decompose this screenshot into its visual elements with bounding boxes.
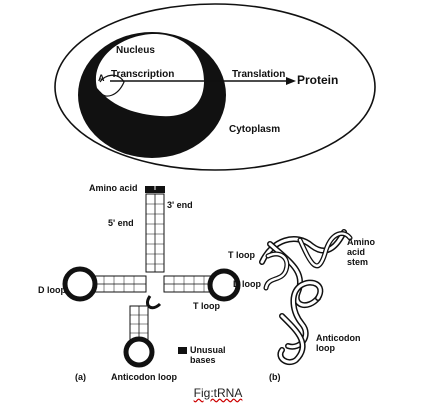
amino-acid-label: Amino acid xyxy=(89,183,138,193)
dna-label: A xyxy=(98,73,105,83)
five-end-label: 5' end xyxy=(108,218,134,228)
figure-caption-text: Fig:tRNA xyxy=(193,386,243,400)
nucleus-inner xyxy=(95,33,205,117)
transcription-label: Transcription xyxy=(111,69,175,80)
figure-caption: Fig:tRNA xyxy=(0,386,436,400)
unusual-bases-label: Unusual bases xyxy=(190,345,226,365)
t-loop-shape xyxy=(207,268,241,302)
trna-3d-model xyxy=(259,229,353,366)
translation-arrowhead xyxy=(286,77,296,85)
cytoplasm-label: Cytoplasm xyxy=(229,124,281,135)
translation-label: Translation xyxy=(232,69,286,80)
dna-strand xyxy=(99,74,125,97)
unusual-bases-swatch xyxy=(178,347,187,354)
amino-acid-stem-label: Amino acid stem xyxy=(347,237,375,267)
trna-cloverleaf xyxy=(62,186,241,368)
protein-label: Protein xyxy=(297,73,339,87)
d-loop-shape xyxy=(62,266,98,302)
d-loop-label: D loop xyxy=(38,285,66,295)
t-loop-label: T loop xyxy=(193,301,220,311)
three-end-label: 3' end xyxy=(167,200,193,210)
d-loop-3d-label: D loop xyxy=(233,279,261,289)
nucleus-label: Nucleus xyxy=(116,45,155,56)
panel-b-label: (b) xyxy=(269,372,281,382)
anticodon-loop-3d-label: Anticodon loop xyxy=(316,333,361,353)
anticodon-loop-shape xyxy=(123,336,155,368)
anticodon-loop-label: Anticodon loop xyxy=(111,372,177,382)
panel-a-label: (a) xyxy=(75,372,86,382)
t-loop-3d-label: T loop xyxy=(228,250,255,260)
